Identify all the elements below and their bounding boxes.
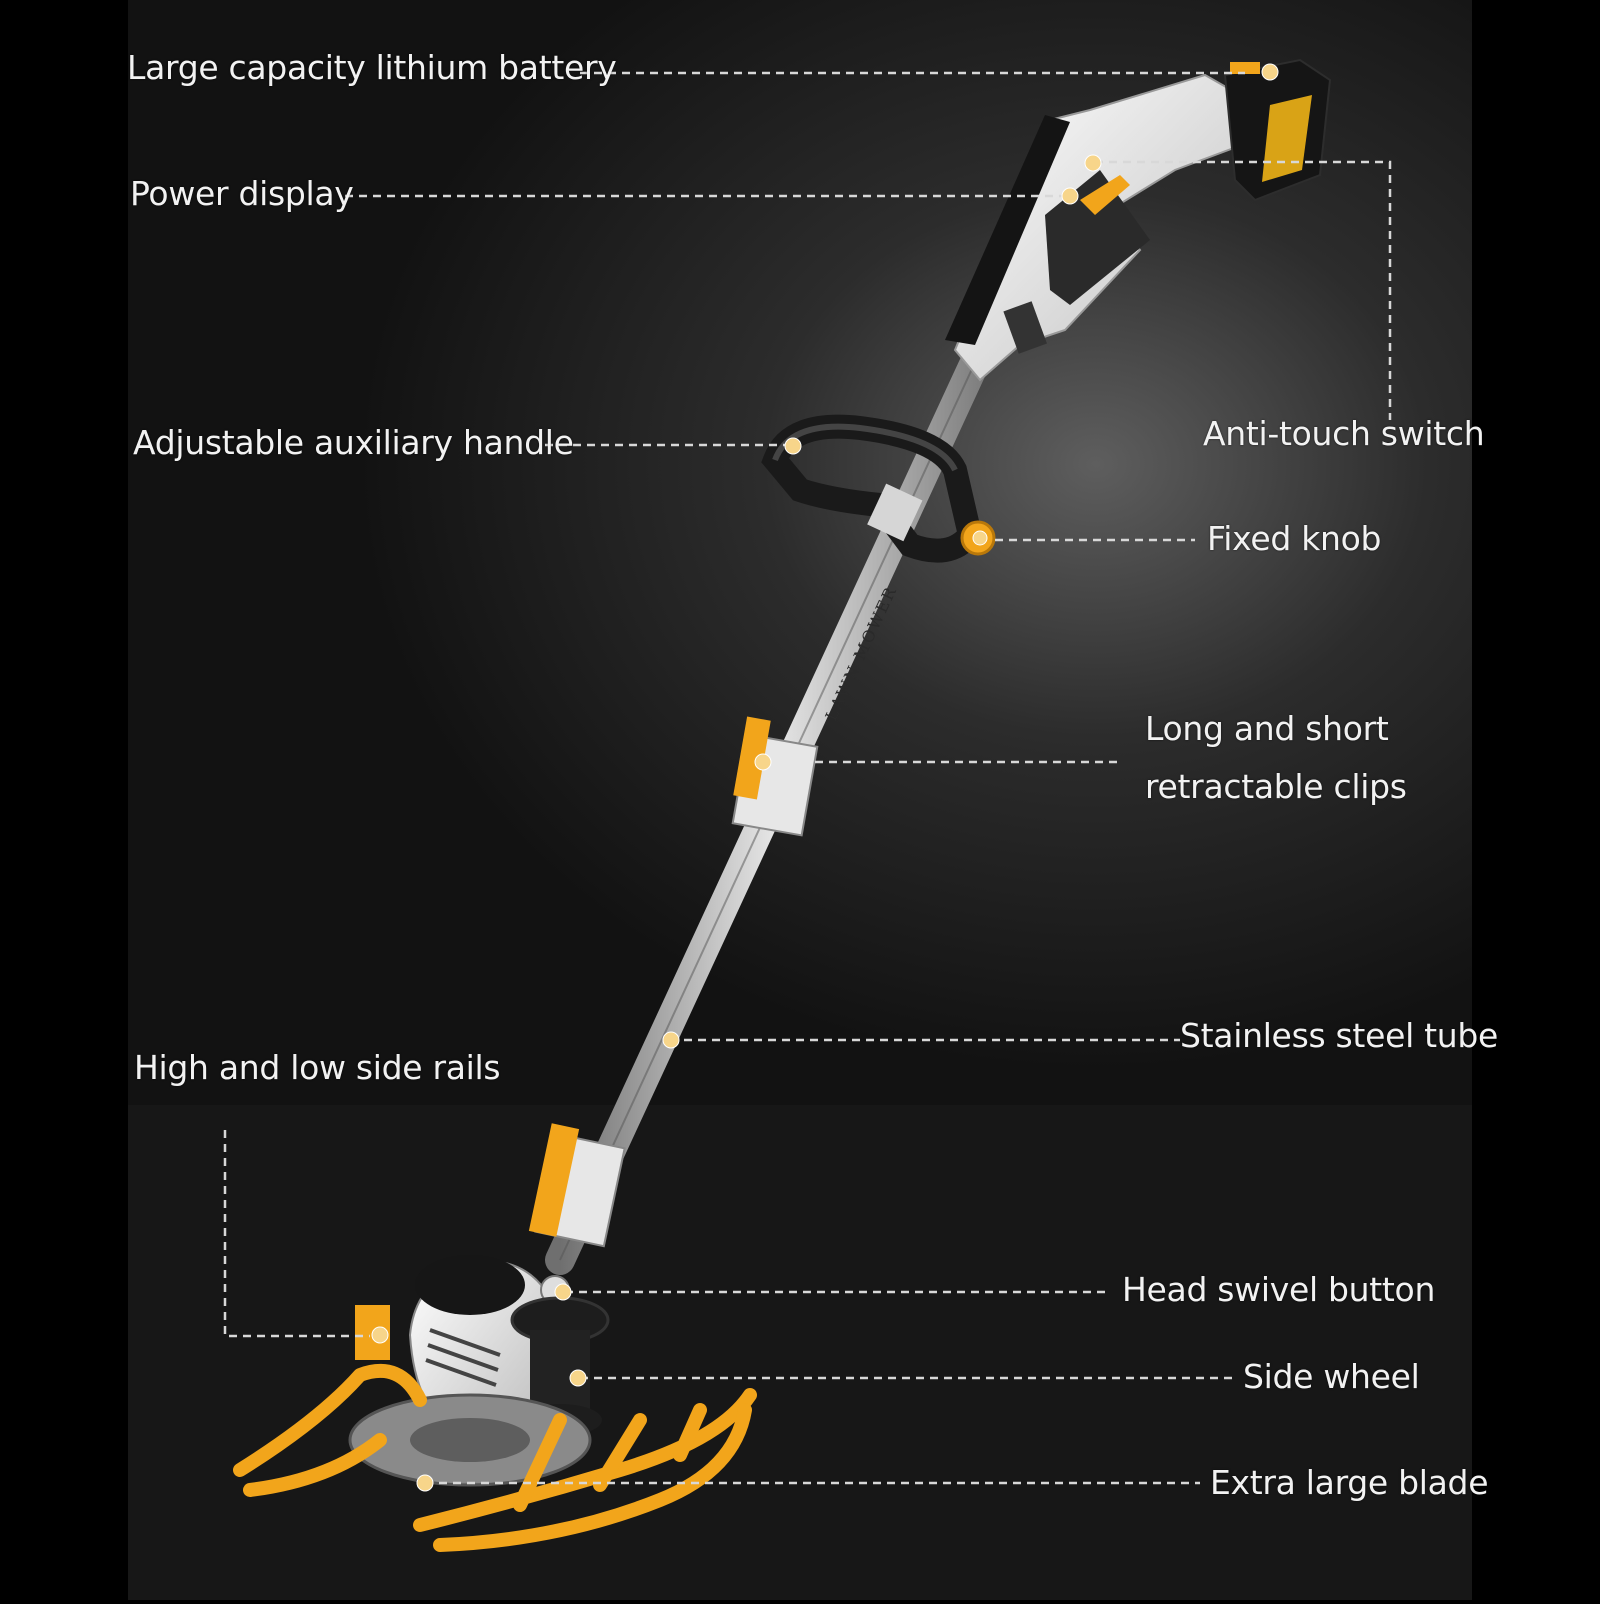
label-aux-handle: Adjustable auxiliary handle — [133, 423, 574, 462]
label-clips-line1: Long and short — [1145, 709, 1389, 748]
dot-side-rails — [371, 1326, 389, 1344]
retractable-clip-upper — [731, 716, 819, 837]
leader-anti-touch — [1095, 160, 1392, 420]
side-rails — [233, 1364, 757, 1552]
trigger — [1080, 175, 1130, 215]
handle-black-grip — [945, 115, 1070, 345]
power-display-panel — [1003, 301, 1047, 354]
label-swivel: Head swivel button — [1122, 1270, 1436, 1309]
battery-pack — [1223, 58, 1332, 202]
label-clips-line2: retractable clips — [1145, 767, 1407, 806]
label-clips: Long and short retractable clips — [1145, 700, 1445, 816]
dot-clips — [754, 753, 772, 771]
dot-anti-touch — [1084, 154, 1102, 172]
leader-lines — [223, 71, 1392, 1485]
dot-fixed-knob — [972, 530, 988, 546]
dot-steel-tube — [662, 1031, 680, 1049]
auxiliary-handle — [761, 414, 983, 563]
callout-dots — [371, 63, 1279, 1492]
dot-aux-handle — [784, 437, 802, 455]
label-power-display: Power display — [130, 174, 354, 213]
label-anti-touch: Anti-touch switch — [1203, 414, 1485, 453]
label-battery: Large capacity lithium battery — [127, 48, 617, 87]
dot-side-wheel — [569, 1369, 587, 1387]
dot-swivel — [554, 1283, 572, 1301]
background-panel-bottom — [128, 1105, 1472, 1600]
retractable-clip-lower — [528, 1123, 626, 1248]
label-side-rails: High and low side rails — [134, 1048, 501, 1087]
dot-battery — [1261, 63, 1279, 81]
blade — [348, 1393, 592, 1487]
label-steel-tube: Stainless steel tube — [1180, 1016, 1499, 1055]
dot-blade — [416, 1474, 434, 1492]
label-blade: Extra large blade — [1210, 1463, 1489, 1502]
label-fixed-knob: Fixed knob — [1207, 519, 1382, 558]
dot-power-display — [1061, 187, 1079, 205]
label-side-wheel: Side wheel — [1243, 1357, 1420, 1396]
